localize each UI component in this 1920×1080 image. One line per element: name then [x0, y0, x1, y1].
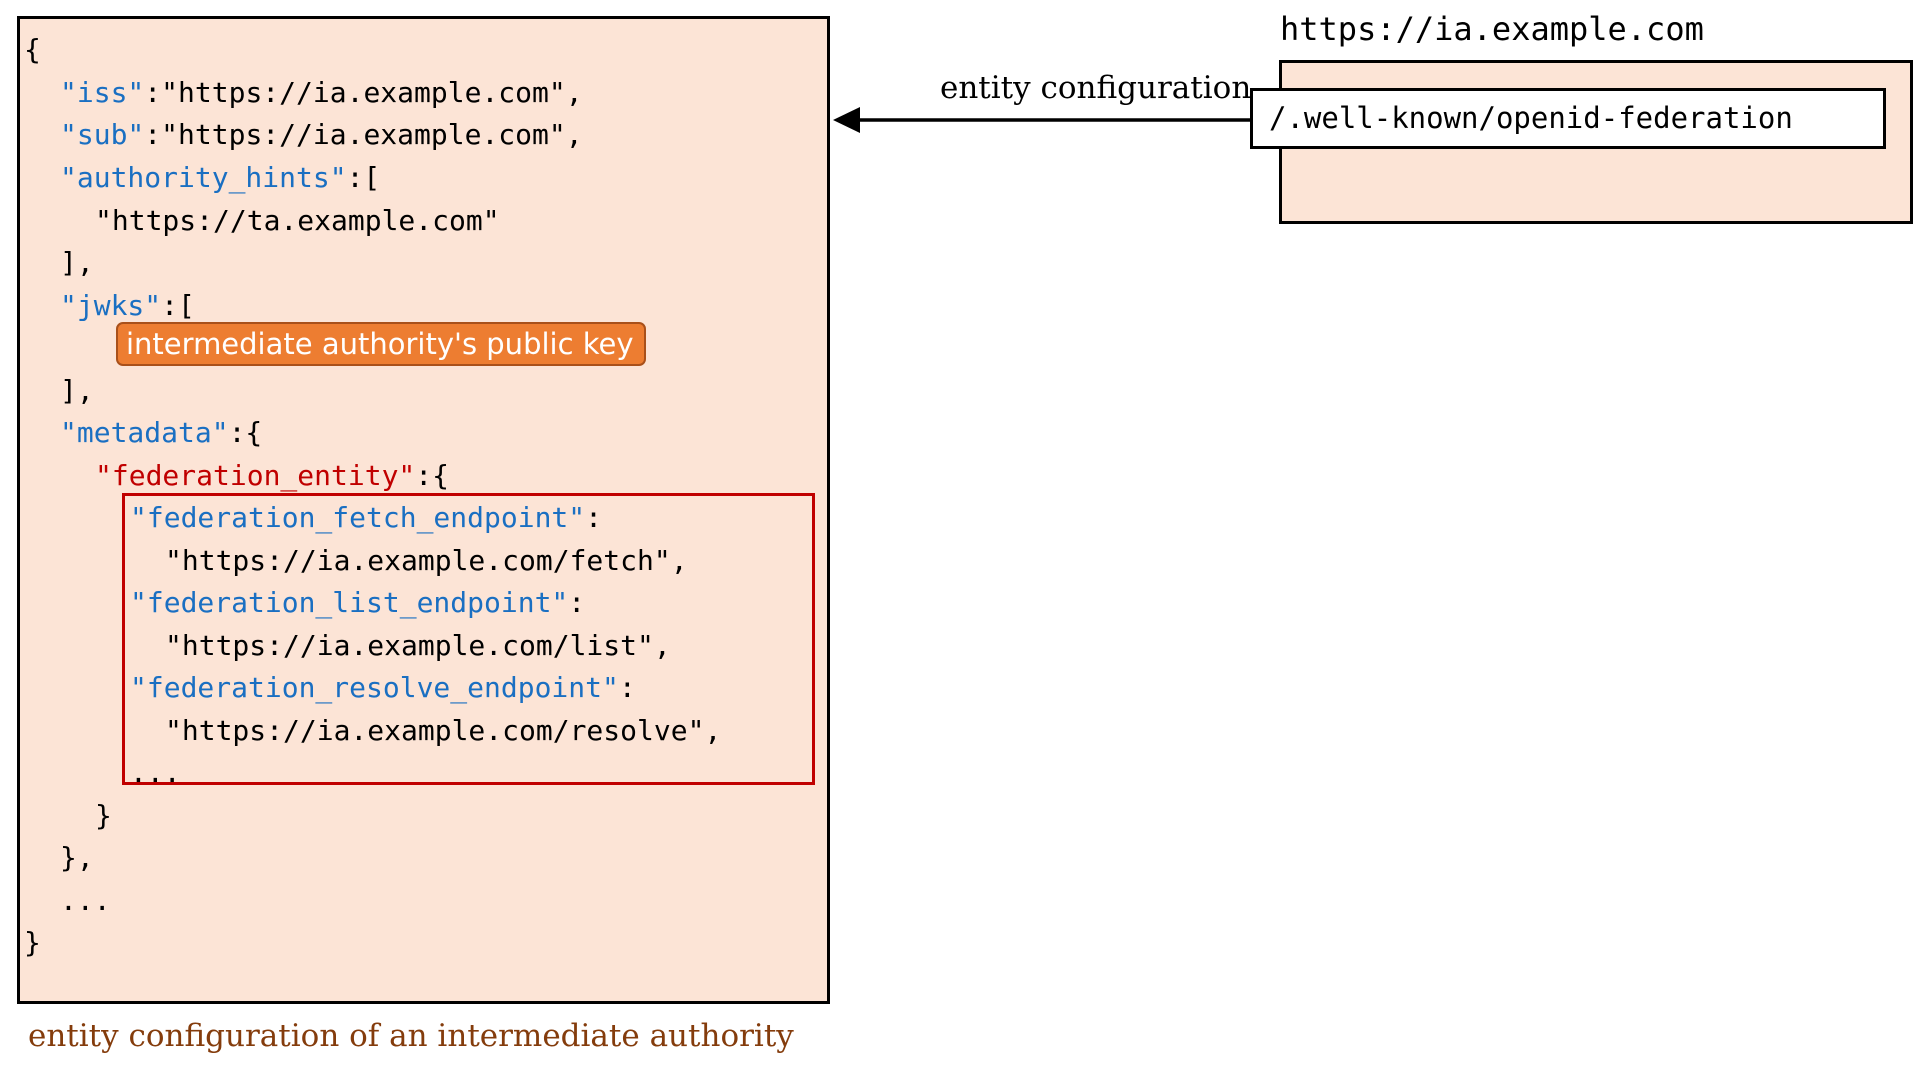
federation-entity-line: "federation_entity":{ [95, 459, 449, 493]
iss-key: "iss" [60, 76, 145, 109]
json-open-brace: { [24, 33, 41, 66]
jwks-key: "jwks" [60, 289, 162, 322]
metadata-close: }, [60, 841, 94, 874]
federation-entity-key: "federation_entity" [95, 459, 416, 492]
iss-value: :"https://ia.example.com", [144, 76, 583, 109]
jwks-line: "jwks":[ [60, 289, 195, 323]
authority-hints-close: ], [60, 246, 94, 279]
resolve-endpoint-line: "federation_resolve_endpoint": [130, 671, 636, 705]
arrow-label: entity configuration [940, 70, 1252, 106]
sub-key: "sub" [60, 118, 145, 151]
entity-configuration-document: { "iss":"https://ia.example.com", "sub":… [17, 16, 830, 1004]
json-close-brace: } [24, 926, 41, 959]
metadata-line: "metadata":{ [60, 416, 262, 450]
resolve-endpoint-key: "federation_resolve_endpoint" [130, 671, 619, 704]
fetch-endpoint-line: "federation_fetch_endpoint": [130, 501, 602, 535]
authority-hints-open: :[ [346, 161, 381, 194]
well-known-path: /.well-known/openid-federation [1250, 88, 1886, 149]
authority-hints-line: "authority_hints":[ [60, 161, 380, 195]
jwks-close: ], [60, 374, 94, 407]
fetch-endpoint-value: "https://ia.example.com/fetch", [165, 544, 688, 577]
server-host-label: https://ia.example.com [1280, 10, 1704, 48]
list-endpoint-line: "federation_list_endpoint": [130, 586, 585, 620]
public-key-badge: intermediate authority's public key [116, 322, 646, 366]
list-endpoint-value: "https://ia.example.com/list", [165, 629, 671, 662]
metadata-open: :{ [228, 416, 263, 449]
federation-entity-close: } [95, 799, 112, 832]
federation-entity-open: :{ [415, 459, 450, 492]
authority-hint-value: "https://ta.example.com" [95, 204, 500, 237]
list-endpoint-colon: : [568, 586, 586, 619]
sub-line: "sub":"https://ia.example.com", [60, 118, 583, 152]
resolve-endpoint-colon: : [618, 671, 636, 704]
endpoints-ellipsis: ... [130, 756, 181, 789]
iss-line: "iss":"https://ia.example.com", [60, 76, 583, 110]
document-caption: entity configuration of an intermediate … [28, 1018, 794, 1054]
resolve-endpoint-value: "https://ia.example.com/resolve", [165, 714, 722, 747]
arrow-head [833, 107, 860, 133]
fetch-endpoint-key: "federation_fetch_endpoint" [130, 501, 586, 534]
endpoints-highlight-box [122, 493, 815, 785]
list-endpoint-key: "federation_list_endpoint" [130, 586, 569, 619]
jwks-open: :[ [161, 289, 195, 322]
metadata-key: "metadata" [60, 416, 229, 449]
document-ellipsis: ... [60, 884, 111, 917]
sub-value: :"https://ia.example.com", [144, 118, 583, 151]
authority-hints-key: "authority_hints" [60, 161, 347, 194]
fetch-endpoint-colon: : [585, 501, 603, 534]
